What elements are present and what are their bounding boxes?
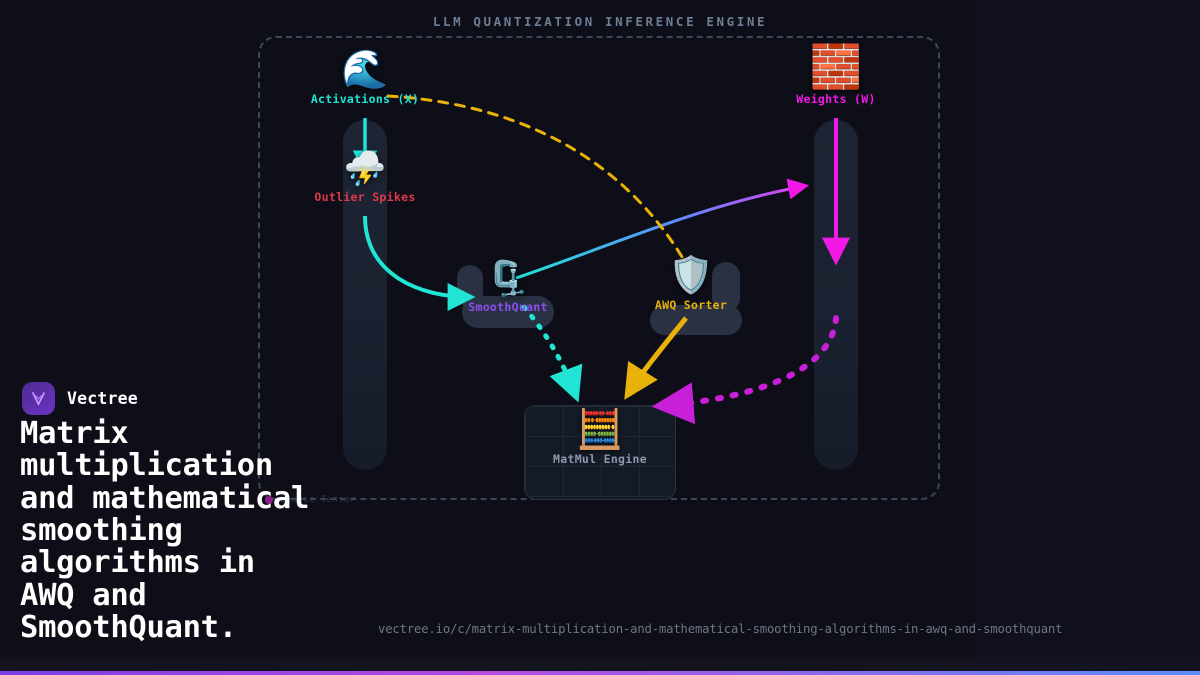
node-smoothquant[interactable]: 🗜️ SmoothQuant	[436, 262, 580, 315]
node-weights[interactable]: 🧱 Weights (W)	[764, 46, 908, 107]
node-activations-label: Activations (X)	[310, 92, 420, 106]
brick-wall-icon: 🧱	[809, 42, 863, 91]
node-smoothquant-label: SmoothQuant	[468, 300, 548, 314]
footer-strip	[0, 657, 1200, 675]
weights-column-pill	[814, 120, 858, 470]
node-weights-label: Weights (W)	[796, 92, 876, 106]
abacus-icon: 🧮	[576, 407, 624, 451]
diagram-title: LLM QUANTIZATION INFERENCE ENGINE	[432, 14, 768, 29]
legend-static-tensor: Static Tensor	[265, 495, 356, 505]
vectree-logo-icon	[22, 382, 55, 415]
wave-icon: 🌊	[341, 47, 389, 91]
clamp-icon: 🗜️	[486, 259, 530, 299]
background-right-panel	[975, 0, 1200, 675]
matmul-card	[524, 405, 676, 500]
brand-name: Vectree	[67, 389, 138, 408]
accent-underline	[0, 671, 1200, 675]
brand-lockup[interactable]: Vectree	[22, 382, 138, 415]
node-awq-sorter[interactable]: 🛡️ AWQ Sorter	[619, 258, 763, 313]
thunder-cloud-icon: ⛈️	[343, 149, 387, 189]
node-activations[interactable]: 🌊 Activations (X)	[293, 50, 437, 107]
page-url: vectree.io/c/matrix-multiplication-and-m…	[378, 622, 1063, 636]
legend-dot-icon	[265, 496, 273, 504]
node-matmul-engine[interactable]: 🧮 MatMul Engine	[528, 410, 672, 467]
page-title: Matrix multiplication and mathematical s…	[20, 416, 310, 645]
matmul-card-grid	[525, 406, 675, 499]
node-outlier-spikes[interactable]: ⛈️ Outlier Spikes	[293, 152, 437, 205]
node-outlier-spikes-label: Outlier Spikes	[314, 190, 416, 204]
legend-label: Static Tensor	[280, 495, 356, 505]
shield-icon: 🛡️	[668, 255, 714, 296]
node-awq-sorter-label: AWQ Sorter	[654, 298, 728, 312]
node-matmul-engine-label: MatMul Engine	[553, 452, 647, 466]
